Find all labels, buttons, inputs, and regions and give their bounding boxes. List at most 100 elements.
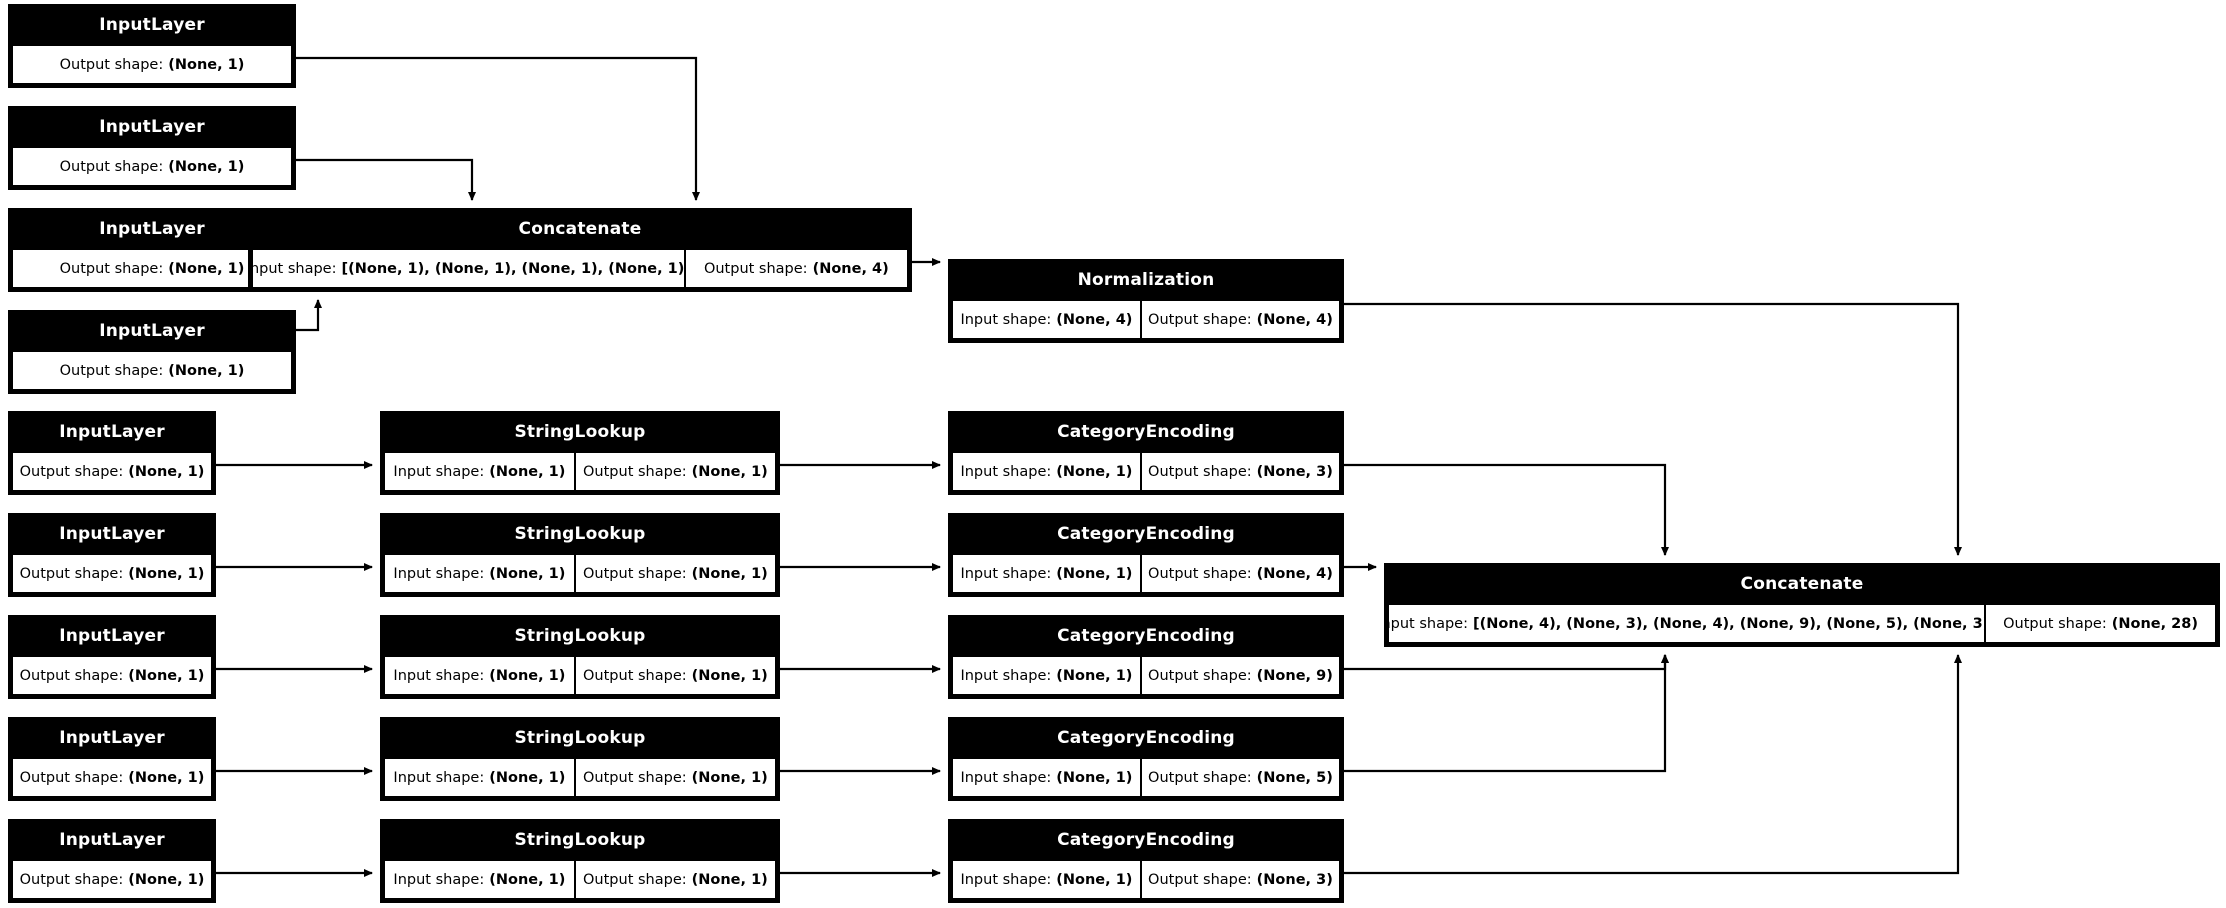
- shape-value: (None, 4): [1056, 311, 1133, 328]
- shape-label: Output shape:: [59, 56, 164, 73]
- input-shape-field: Input shape:(None, 1): [952, 860, 1141, 899]
- edge-in2-to-cat1: [296, 158, 476, 201]
- node-fields: Input shape:(None, 1) Output shape:(None,…: [950, 452, 1342, 493]
- shape-value: (None, 1): [168, 362, 245, 379]
- node-title: InputLayer: [10, 210, 294, 249]
- node-title: Concatenate: [1386, 565, 2218, 604]
- shape-label: Output shape:: [2003, 615, 2107, 632]
- node-title: CategoryEncoding: [950, 515, 1342, 554]
- input-shape-field: Input shape:(None, 1): [952, 554, 1141, 593]
- input-shape-field: Input shape:(None, 1): [384, 656, 575, 695]
- node-title: StringLookup: [382, 413, 778, 452]
- output-shape-field: Output shape:(None, 4): [1140, 300, 1340, 339]
- input-shape-field: Input shape:(None, 1): [952, 758, 1141, 797]
- shape-label: Output shape:: [1148, 311, 1252, 328]
- shape-value: (None, 3): [1256, 463, 1333, 480]
- node-fields: Input shape:(None, 1)Output shape:(None,…: [950, 758, 1342, 799]
- output-shape-field: Output shape:(None, 5): [1140, 758, 1340, 797]
- output-shape-field: Output shape:(None, 9): [1140, 656, 1340, 695]
- node-title: InputLayer: [10, 6, 294, 45]
- node-title: CategoryEncoding: [950, 413, 1342, 452]
- shape-value: (None, 1): [1056, 871, 1133, 888]
- shape-value: (None, 1): [1056, 565, 1133, 582]
- output-shape-field: Output shape:(None, 1): [12, 656, 212, 695]
- shape-label: Output shape:: [1148, 463, 1252, 480]
- node-fields: Input shape:[(None, 1), (None, 1), (None…: [250, 249, 910, 290]
- input-shape-field: Input shape:(None, 1): [952, 452, 1141, 491]
- shape-value: (None, 1): [489, 769, 566, 786]
- node-fields: Input shape:(None, 4)Output shape:(None,…: [950, 300, 1342, 341]
- shape-value: (None, 1): [1056, 667, 1133, 684]
- output-shape-field: Output shape:(None, 1): [12, 554, 212, 593]
- output-shape-field: Output shape:(None, 28): [1985, 604, 2216, 643]
- output-shape-field: Output shape:(None, 4): [1140, 554, 1340, 593]
- output-shape-field: Output shape:(None, 1): [12, 758, 212, 797]
- shape-label: Input shape:: [960, 769, 1052, 786]
- node-title: CategoryEncoding: [950, 719, 1342, 758]
- input-shape-field: Input shape:(None, 1): [384, 452, 575, 491]
- shape-value: [(None, 4), (None, 3), (None, 4), (None,…: [1472, 615, 1986, 632]
- node-fields: Input shape:(None, 1) Output shape:(None,…: [950, 656, 1342, 697]
- shape-label: Output shape:: [1148, 667, 1252, 684]
- node-fields: Input shape:[(None, 4), (None, 3), (None…: [1386, 604, 2218, 645]
- node-fields: Output shape:(None, 1): [10, 351, 294, 392]
- node-fields: Input shape:(None, 1)Output shape:(None,…: [382, 554, 778, 595]
- input-shape-field: Input shape:(None, 1): [384, 860, 575, 899]
- node-title: CategoryEncoding: [950, 617, 1342, 656]
- output-shape-field: Output shape:(None, 1): [574, 860, 776, 899]
- output-shape-field: Output shape:(None, 4): [684, 249, 908, 288]
- output-shape-field: Output shape:(None, 1): [12, 249, 292, 288]
- output-shape-field: Output shape:(None, 1): [12, 147, 292, 186]
- shape-value: (None, 1): [168, 56, 245, 73]
- node-title: StringLookup: [382, 617, 778, 656]
- shape-value: [(None, 1), (None, 1), (None, 1), (None,…: [341, 260, 685, 277]
- node-fields: Input shape:(None, 1)Output shape:(None,…: [382, 860, 778, 901]
- shape-value: (None, 1): [691, 463, 768, 480]
- output-shape-field: Output shape:(None, 1): [12, 860, 212, 899]
- node-title: InputLayer: [10, 719, 214, 758]
- node-fields: Output shape:(None, 1): [10, 860, 214, 901]
- shape-value: (None, 5): [1256, 769, 1333, 786]
- node-fields: Output shape:(None, 1): [10, 45, 294, 86]
- shape-label: Input shape:: [960, 667, 1052, 684]
- shape-value: (None, 3): [1256, 871, 1333, 888]
- shape-label: Output shape:: [583, 463, 687, 480]
- shape-label: Output shape:: [583, 871, 687, 888]
- shape-value: (None, 1): [691, 769, 768, 786]
- shape-value: (None, 1): [128, 565, 205, 582]
- shape-label: Output shape:: [19, 565, 124, 582]
- shape-value: (None, 1): [489, 463, 566, 480]
- node-fields: Input shape:(None, 1)Output shape:(None,…: [950, 554, 1342, 595]
- shape-value: (None, 1): [128, 871, 205, 888]
- shape-value: (None, 1): [489, 667, 566, 684]
- node-fields: Output shape:(None, 1): [10, 452, 214, 493]
- edge-norm-to-cat2: [1344, 302, 1962, 556]
- shape-label: Output shape:: [583, 565, 687, 582]
- shape-value: (None, 1): [128, 769, 205, 786]
- output-shape-field: Output shape:(None, 1): [12, 452, 212, 491]
- output-shape-field: Output shape:(None, 1): [574, 758, 776, 797]
- shape-value: (None, 9): [1256, 667, 1333, 684]
